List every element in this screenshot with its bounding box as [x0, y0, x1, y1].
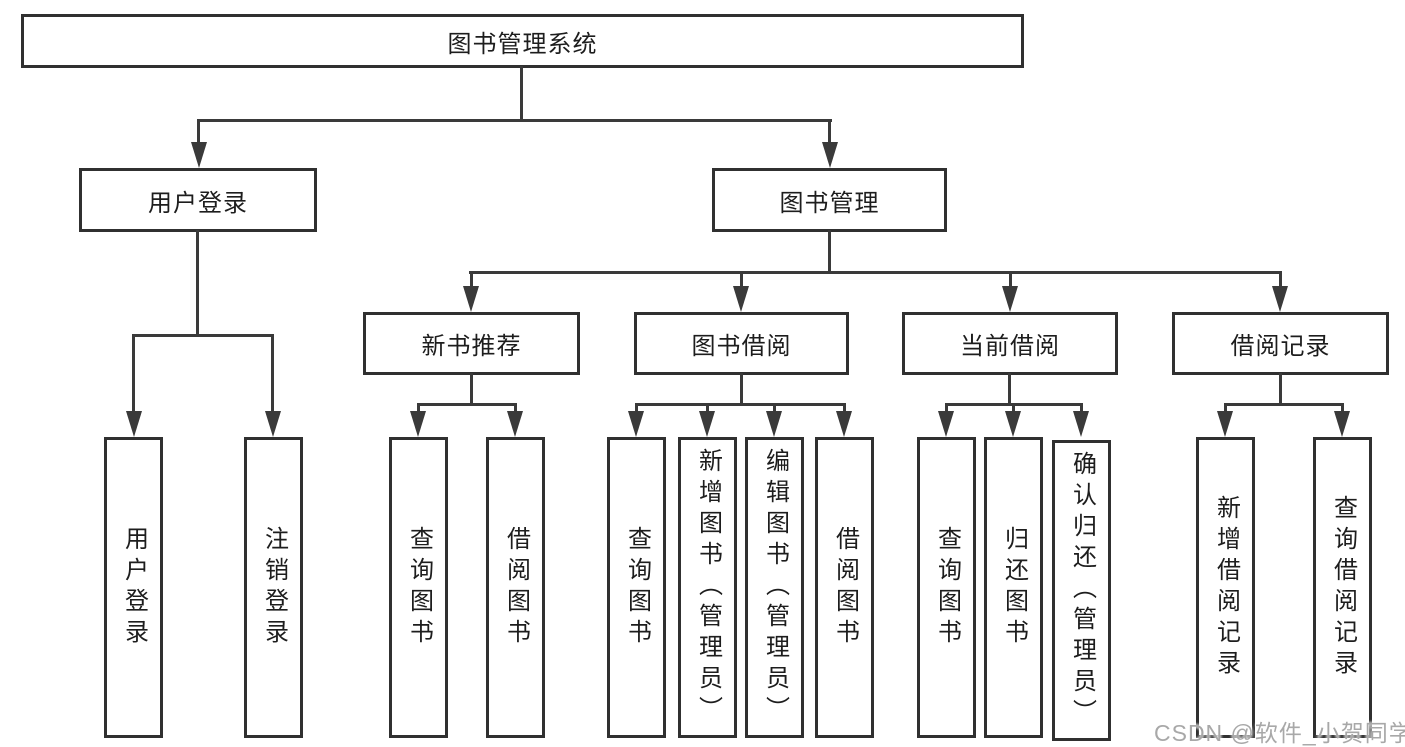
node-book-management: 图书管理 — [712, 168, 947, 232]
arrow-down-icon — [1073, 411, 1089, 437]
leaf-current-confirm-return-admin: 确认归还（管理员） — [1052, 440, 1111, 741]
leaf-recommend-query-books-label: 查询图书 — [405, 525, 433, 650]
connector-line — [271, 334, 274, 414]
leaf-recommend-query-books: 查询图书 — [389, 437, 448, 738]
connector-line — [1080, 403, 1083, 413]
leaf-current-return-books-label: 归还图书 — [1000, 525, 1028, 650]
arrow-down-icon — [1217, 411, 1233, 437]
node-book-management-system: 图书管理系统 — [21, 14, 1024, 68]
connector-line — [470, 373, 473, 405]
leaf-borrow-add-books-admin-label: 新增图书（管理员） — [694, 448, 722, 727]
connector-line — [635, 403, 638, 413]
node-current-borrow-label: 当前借阅 — [960, 333, 1060, 360]
node-new-book-recommend: 新书推荐 — [363, 312, 580, 375]
connector-line — [1224, 403, 1344, 406]
connector-line — [470, 271, 473, 288]
leaf-records-query-record-label: 查询借阅记录 — [1329, 494, 1357, 681]
leaf-recommend-borrow-books: 借阅图书 — [486, 437, 545, 738]
leaf-borrow-query-books: 查询图书 — [607, 437, 666, 738]
arrow-down-icon — [699, 411, 715, 437]
leaf-borrow-borrow-books: 借阅图书 — [815, 437, 874, 738]
arrow-down-icon — [836, 411, 852, 437]
arrow-down-icon — [265, 411, 281, 437]
node-book-management-system-label: 图书管理系统 — [447, 30, 598, 58]
connector-line — [132, 334, 135, 414]
connector-line — [1009, 271, 1012, 288]
connector-line — [843, 403, 846, 413]
leaf-borrow-query-books-label: 查询图书 — [623, 525, 651, 650]
connector-line — [132, 334, 274, 337]
leaf-records-add-record: 新增借阅记录 — [1196, 437, 1255, 738]
node-new-book-recommend-label: 新书推荐 — [421, 333, 522, 360]
node-book-management-label: 图书管理 — [779, 189, 880, 217]
arrow-down-icon — [410, 411, 426, 437]
arrow-down-icon — [822, 142, 838, 168]
node-user-login-label: 用户登录 — [148, 189, 248, 217]
arrow-down-icon — [938, 411, 954, 437]
arrow-down-icon — [507, 411, 523, 437]
leaf-current-return-books: 归还图书 — [984, 437, 1043, 738]
node-borrow-records-label: 借阅记录 — [1230, 333, 1331, 360]
connector-line — [740, 373, 743, 405]
arrow-down-icon — [1005, 411, 1021, 437]
connector-line — [773, 403, 776, 413]
arrow-down-icon — [463, 286, 479, 312]
leaf-records-add-record-label: 新增借阅记录 — [1212, 494, 1240, 681]
csdn-watermark: CSDN @软件_小贺同学 — [1154, 720, 1405, 746]
connector-line — [417, 403, 420, 413]
connector-line — [417, 403, 517, 406]
leaf-user-login-label: 用户登录 — [120, 525, 148, 650]
leaf-current-confirm-return-admin-label: 确认归还（管理员） — [1068, 451, 1096, 730]
leaf-borrow-add-books-admin: 新增图书（管理员） — [678, 437, 737, 738]
arrow-down-icon — [733, 286, 749, 312]
node-borrow-records: 借阅记录 — [1172, 312, 1389, 375]
node-current-borrow: 当前借阅 — [902, 312, 1118, 375]
connector-line — [635, 403, 846, 406]
arrow-down-icon — [191, 142, 207, 168]
connector-line — [197, 119, 832, 122]
node-book-borrow: 图书借阅 — [634, 312, 849, 375]
leaf-user-login: 用户登录 — [104, 437, 163, 738]
arrow-down-icon — [126, 411, 142, 437]
leaf-borrow-edit-books-admin: 编辑图书（管理员） — [745, 437, 804, 738]
leaf-logout-label: 注销登录 — [260, 525, 288, 650]
connector-line — [196, 230, 199, 336]
leaf-borrow-borrow-books-label: 借阅图书 — [831, 525, 859, 650]
connector-line — [706, 403, 709, 413]
connector-line — [469, 271, 1281, 274]
arrow-down-icon — [1272, 286, 1288, 312]
connector-line — [1279, 271, 1282, 288]
leaf-borrow-edit-books-admin-label: 编辑图书（管理员） — [761, 448, 789, 727]
arrow-down-icon — [628, 411, 644, 437]
connector-line — [828, 119, 831, 146]
connector-line — [1012, 403, 1015, 413]
arrow-down-icon — [1334, 411, 1350, 437]
connector-line — [1224, 403, 1227, 413]
connector-line — [197, 119, 200, 146]
connector-line — [1341, 403, 1344, 413]
leaf-recommend-borrow-books-label: 借阅图书 — [502, 525, 530, 650]
leaf-current-query-books: 查询图书 — [917, 437, 976, 738]
leaf-current-query-books-label: 查询图书 — [933, 525, 961, 650]
node-book-borrow-label: 图书借阅 — [691, 333, 792, 360]
connector-line — [520, 66, 523, 121]
connector-line — [828, 230, 831, 274]
connector-line — [514, 403, 517, 413]
leaf-records-query-record: 查询借阅记录 — [1313, 437, 1372, 738]
connector-line — [740, 271, 743, 288]
connector-line — [945, 403, 948, 413]
leaf-logout: 注销登录 — [244, 437, 303, 738]
connector-line — [1279, 373, 1282, 405]
connector-line — [1008, 373, 1011, 405]
arrow-down-icon — [1002, 286, 1018, 312]
node-user-login: 用户登录 — [79, 168, 317, 232]
arrow-down-icon — [766, 411, 782, 437]
